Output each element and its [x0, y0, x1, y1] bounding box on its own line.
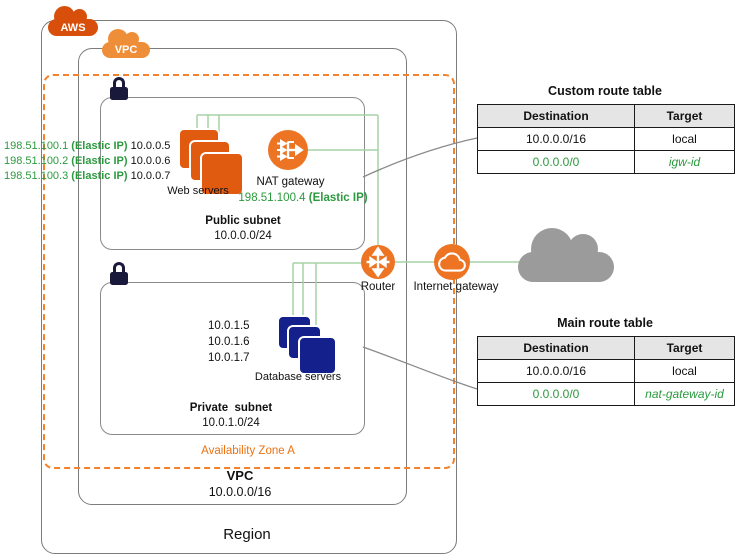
target-cell: local [634, 359, 735, 383]
main-route-table-title: Main route table [557, 316, 653, 330]
main-route-table: Main route table Destination Target 10.0… [477, 316, 735, 406]
router-label: Router [360, 281, 396, 293]
availability-zone-label: Availability Zone A [201, 445, 295, 457]
vpc-title: VPC [226, 468, 254, 483]
custom-route-table: Custom route table Destination Target 10… [477, 84, 735, 174]
eip-value: 198.51.100.1 [4, 140, 69, 152]
target-cell: nat-gateway-id [634, 382, 735, 406]
nat-eip-value: 198.51.100.4 [238, 192, 306, 204]
aws-cloud-bump [54, 6, 75, 27]
web-server-icon [200, 152, 244, 196]
private-ip: 10.0.0.5 [130, 140, 171, 152]
table-row: 0.0.0.0/0 igw-id [477, 150, 735, 174]
destination-cell: 0.0.0.0/0 [477, 382, 635, 406]
web-servers-label: Web servers [167, 185, 229, 197]
eip-suffix: (Elastic IP) [71, 170, 128, 182]
public-subnet-lock-icon [110, 77, 128, 100]
eip-suffix: (Elastic IP) [71, 155, 128, 167]
target-cell: igw-id [634, 150, 735, 174]
nat-elastic-ip-label: 198.51.100.4 (Elastic IP) [226, 191, 380, 205]
db-ip: 10.0.1.5 [208, 320, 250, 332]
custom-route-table-title: Custom route table [548, 84, 662, 98]
nat-eip-suffix: (Elastic IP) [308, 192, 368, 204]
eip-suffix: (Elastic IP) [71, 140, 128, 152]
internet-cloud-bump [568, 234, 598, 264]
eip-value: 198.51.100.2 [4, 155, 69, 167]
table-row: 10.0.0.0/16 local [477, 127, 735, 151]
elastic-ip-line: 198.51.100.1 (Elastic IP) 10.0.0.5 [4, 139, 182, 154]
internet-gateway-icon [434, 244, 470, 280]
database-ip-list: 10.0.1.5 10.0.1.6 10.0.1.7 [208, 318, 260, 366]
destination-header: Destination [477, 336, 635, 360]
destination-cell: 0.0.0.0/0 [477, 150, 635, 174]
database-server-icon [298, 336, 337, 375]
vpc-cloud-badge: VPC [102, 29, 150, 58]
router-icon [361, 245, 395, 279]
target-header: Target [634, 104, 735, 128]
router-glyph [366, 246, 390, 278]
eip-value: 198.51.100.3 [4, 170, 69, 182]
destination-cell: 10.0.0.0/16 [477, 127, 635, 151]
aws-cloud-badge: AWS [48, 6, 98, 36]
internet-gateway-cloud-glyph [438, 252, 466, 272]
internet-cloud-bump [531, 228, 573, 270]
destination-header: Destination [477, 104, 635, 128]
table-header-row: Destination Target [477, 104, 735, 128]
elastic-ip-list: 198.51.100.1 (Elastic IP) 10.0.0.5 198.5… [4, 139, 182, 184]
vpc-box [78, 48, 407, 505]
nat-gateway-label: NAT gateway [256, 176, 325, 188]
private-ip: 10.0.0.7 [130, 170, 171, 182]
vpc-cidr: 10.0.0.0/16 [208, 485, 272, 499]
elastic-ip-line: 198.51.100.3 (Elastic IP) 10.0.0.7 [4, 169, 182, 184]
target-cell: local [634, 127, 735, 151]
vpc-cloud-bump [125, 32, 139, 46]
region-box [41, 20, 457, 554]
elastic-ip-line: 198.51.100.2 (Elastic IP) 10.0.0.6 [4, 154, 182, 169]
private-subnet-cidr: 10.0.1.0/24 [202, 417, 260, 429]
vpc-cloud-bump [108, 29, 128, 49]
destination-cell: 10.0.0.0/16 [477, 359, 635, 383]
db-ip: 10.0.1.6 [208, 336, 250, 348]
vpc-badge-label: VPC [114, 44, 138, 56]
internet-cloud-icon [518, 228, 614, 282]
target-header: Target [634, 336, 735, 360]
db-ip: 10.0.1.7 [208, 352, 250, 364]
public-subnet-cidr: 10.0.0.0/24 [214, 230, 272, 242]
internet-gateway-label: Internet gateway [413, 281, 499, 293]
nat-gateway-glyph [277, 139, 304, 161]
aws-badge-label: AWS [60, 22, 86, 34]
table-header-row: Destination Target [477, 336, 735, 360]
table-row: 0.0.0.0/0 nat-gateway-id [477, 382, 735, 406]
main-route-table-grid: Destination Target 10.0.0.0/16 local 0.0… [477, 336, 735, 406]
custom-route-table-grid: Destination Target 10.0.0.0/16 local 0.0… [477, 104, 735, 174]
public-subnet-title: Public subnet [205, 215, 281, 227]
private-subnet-lock-icon [110, 262, 128, 285]
private-ip: 10.0.0.6 [130, 155, 171, 167]
private-subnet-title: Private subnet [189, 402, 273, 414]
region-label: Region [223, 526, 271, 543]
nat-gateway-icon [268, 130, 308, 170]
database-servers-label: Database servers [254, 371, 342, 383]
aws-cloud-bump [72, 9, 87, 24]
table-row: 10.0.0.0/16 local [477, 359, 735, 383]
